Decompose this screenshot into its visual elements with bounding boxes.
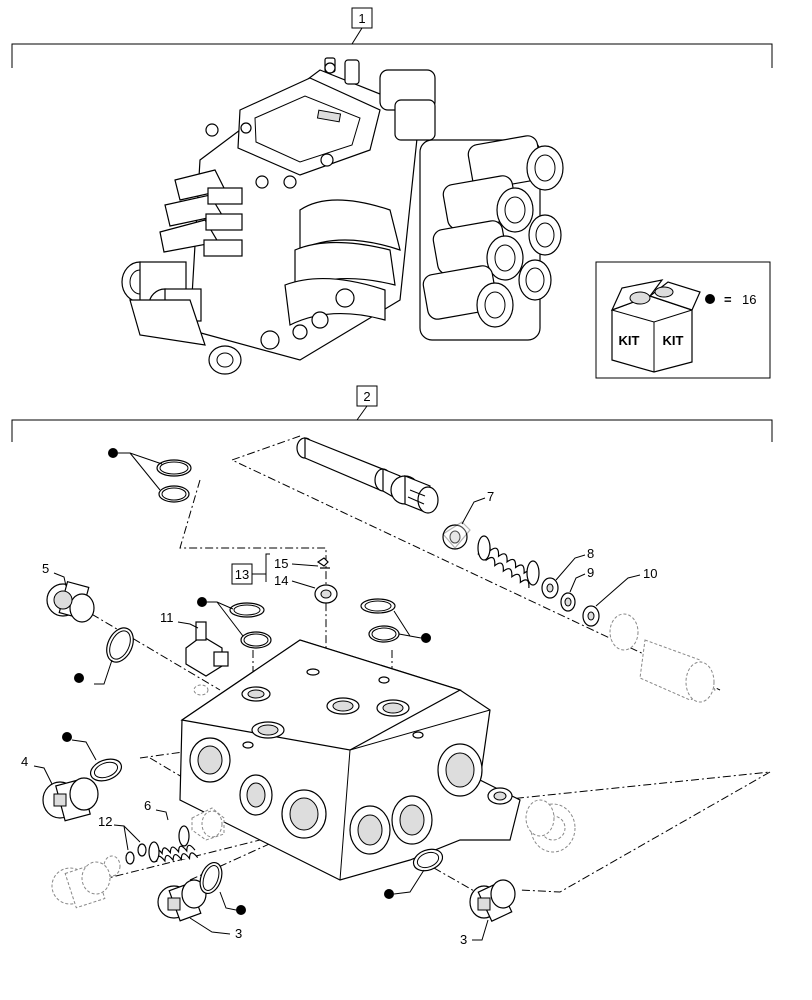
assembly-bracket-1: 1 <box>11 7 773 68</box>
label-11: 11 <box>160 610 174 625</box>
kit-bullet-icon <box>705 294 715 304</box>
callout-13-text: 13 <box>235 567 249 582</box>
kit-legend-frame <box>595 261 771 379</box>
ghost-plug-left <box>51 861 111 909</box>
part-6-spring <box>148 825 199 863</box>
kit-quantity: 16 <box>742 292 756 307</box>
label-3-left: 3 <box>235 926 242 941</box>
kit-bullet-icon <box>197 597 207 607</box>
ghost-end-cap-right <box>639 639 716 703</box>
part-12-washer <box>125 851 135 865</box>
part-7-spring-seat <box>442 521 471 550</box>
kit-box-icon: KIT KIT <box>610 279 701 373</box>
kit-label-left: KIT <box>619 333 640 348</box>
label-3-right: 3 <box>460 932 467 947</box>
label-5: 5 <box>42 561 49 576</box>
callout-13: 13 15 14 <box>231 553 338 604</box>
label-15: 15 <box>274 556 288 571</box>
kit-bullet-icon <box>62 732 72 742</box>
part-12-washer-b <box>137 843 147 857</box>
kit-equals-sign: = <box>724 292 732 307</box>
label-14: 14 <box>274 573 288 588</box>
part-5-plug <box>46 580 95 623</box>
kit-bullet-icon <box>236 905 246 915</box>
ghost-o-ring-right <box>609 613 639 651</box>
part-3-plug-right <box>469 879 516 922</box>
label-7: 7 <box>487 489 494 504</box>
assembly-bracket-2: 2 <box>11 385 773 442</box>
label-8: 8 <box>587 546 594 561</box>
kit-label-right: KIT <box>663 333 684 348</box>
kit-bullet-icon <box>108 448 118 458</box>
ghost-end-plug-lower-right <box>525 799 576 853</box>
o-ring-3-left <box>199 861 223 895</box>
control-valve-assembly <box>121 57 564 375</box>
part-11-sensor <box>185 621 229 677</box>
valve-body-block <box>179 639 521 881</box>
label-12: 12 <box>98 814 112 829</box>
part-4-plug <box>42 777 99 822</box>
callout-1-text: 1 <box>358 11 365 26</box>
callout-2-text: 2 <box>363 389 370 404</box>
label-9: 9 <box>587 565 594 580</box>
o-ring-3-right <box>412 848 444 872</box>
o-ring-lower <box>158 485 190 503</box>
part-3-plug-left <box>157 879 207 922</box>
kit-bullet-icon <box>74 673 84 683</box>
label-10: 10 <box>643 566 657 581</box>
spring <box>477 535 540 589</box>
o-ring-5 <box>106 627 134 663</box>
o-ring-upper <box>156 459 192 477</box>
lever-stack <box>159 169 243 257</box>
label-6: 6 <box>144 798 151 813</box>
kit-bullet-icon <box>384 889 394 899</box>
o-ring-block-b <box>240 631 272 649</box>
coupler-bank <box>419 135 564 341</box>
kit-bullet-icon <box>421 633 431 643</box>
valve-spool <box>296 437 439 514</box>
label-4: 4 <box>21 754 28 769</box>
ghost-sleeve <box>191 807 225 841</box>
kit-legend: KIT KIT = 16 <box>595 261 771 379</box>
o-ring-4 <box>89 758 123 782</box>
